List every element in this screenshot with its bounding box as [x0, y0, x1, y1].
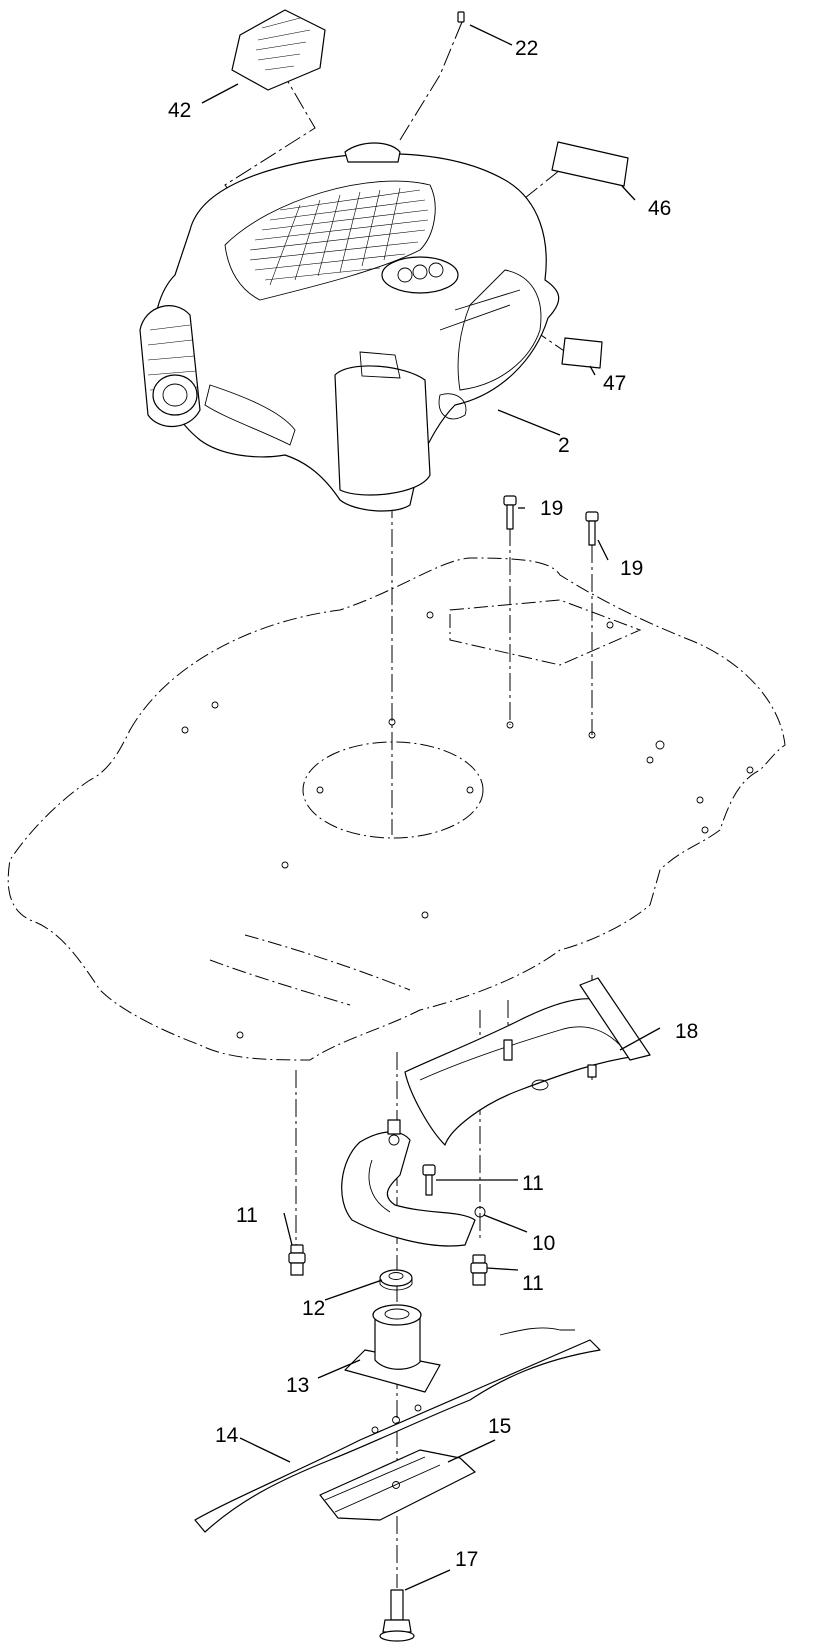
- bolt-11-left: [288, 1244, 306, 1276]
- callout-11-right: 11: [522, 1272, 544, 1295]
- callout-22: 22: [515, 37, 538, 60]
- callout-19-left: 19: [540, 497, 563, 520]
- callout-12: 12: [302, 1297, 325, 1320]
- bolt-17: [379, 1589, 415, 1642]
- callout-18: 18: [675, 1020, 698, 1043]
- callout-19-right: 19: [620, 557, 643, 580]
- adapter-10: [341, 1119, 486, 1247]
- decal-46: [551, 141, 629, 187]
- baffle-18: [404, 977, 651, 1146]
- callout-labels: 42 22 46 47 2 19 19 18 11 10 11 11 12 13…: [168, 37, 698, 1571]
- decal-47: [561, 337, 603, 369]
- callout-11-left: 11: [236, 1204, 258, 1227]
- callout-14: 14: [215, 1424, 239, 1447]
- hub-13: [344, 1304, 441, 1393]
- callout-47: 47: [603, 372, 626, 395]
- bolt-11-right: [470, 1254, 488, 1286]
- callout-42: 42: [168, 99, 191, 122]
- callout-11-center: 11: [522, 1172, 544, 1195]
- mower-deck: [7, 557, 786, 1061]
- callout-46: 46: [648, 197, 671, 220]
- callout-2: 2: [558, 434, 570, 457]
- callout-10: 10: [532, 1232, 555, 1255]
- bolt-19-right: [585, 511, 599, 546]
- engine-2: [139, 142, 560, 512]
- callout-17: 17: [455, 1548, 478, 1571]
- callout-13: 13: [286, 1374, 309, 1397]
- leader-lines: [201, 24, 661, 1591]
- bolt-19-left: [503, 495, 517, 530]
- callout-15: 15: [488, 1415, 511, 1438]
- bolt-11-center: [422, 1164, 436, 1196]
- washer-12: [379, 1269, 413, 1291]
- decal-42: [231, 9, 326, 91]
- blade-plate-15: [319, 1449, 476, 1521]
- clip-22: [457, 11, 465, 23]
- blade-14: [194, 1327, 601, 1533]
